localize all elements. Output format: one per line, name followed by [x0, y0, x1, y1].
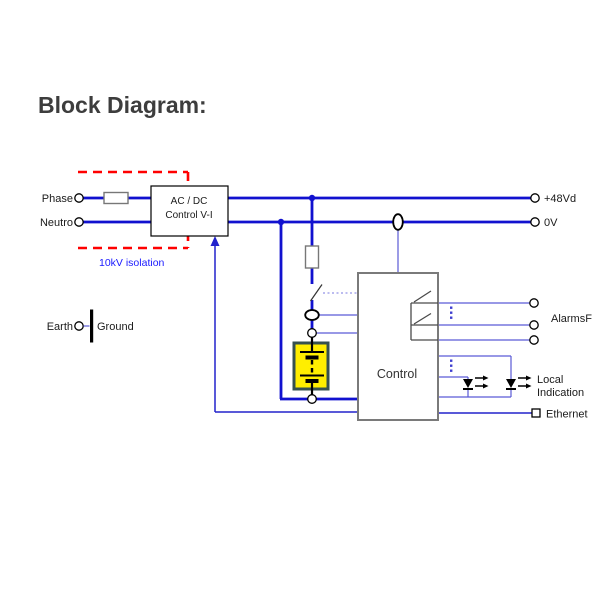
earth-terminal: [74, 321, 84, 331]
disconnect-switch-icon: [310, 284, 323, 302]
phase-terminal: [74, 193, 84, 203]
power-wiring: [83, 194, 531, 401]
zero-rail-label: 0V: [544, 217, 558, 229]
control-box: [357, 272, 439, 421]
alarms-label: AlarmsF: [551, 313, 592, 325]
led-icon: [506, 375, 532, 390]
control-block: Control: [357, 272, 439, 421]
ac-dc-label-line1: AC / DC: [171, 196, 208, 207]
page-title: Block Diagram:: [38, 92, 207, 118]
phase-label: Phase: [42, 193, 73, 205]
led-diode-triangle: [463, 379, 473, 388]
battery-block: [292, 337, 330, 396]
current-sensor-icon: [304, 309, 320, 321]
feedback-arrow-icon: [210, 236, 220, 246]
led-emission-arrowhead: [526, 375, 532, 381]
junction-dot: [308, 194, 316, 202]
ellipsis-dot: [450, 364, 453, 367]
isolation-label: 10kV isolation: [99, 257, 165, 269]
signal-wiring: [210, 222, 532, 414]
alarm-wires: [438, 302, 530, 341]
neutral-label: Neutro: [40, 217, 73, 229]
ac-dc-converter-block: AC / DC Control V-I: [150, 185, 229, 237]
battery-negative-node: [307, 394, 317, 404]
ellipsis-dot: [450, 359, 453, 362]
led-emission-arrowhead: [483, 375, 489, 381]
zero-rail-terminal: [530, 217, 540, 227]
ethernet-label: Ethernet: [546, 409, 588, 421]
current-sensor-icon: [392, 213, 404, 231]
more-channels-dots: [450, 306, 453, 372]
ellipsis-dot: [450, 311, 453, 314]
earth-label: Earth: [47, 321, 73, 333]
control-label: Control: [377, 367, 417, 381]
relay-switch-arms: [413, 290, 432, 325]
ellipsis-dot: [450, 306, 453, 309]
ac-dc-label-line2: Control V-I: [165, 210, 212, 221]
battery-sense-wires: [316, 314, 358, 334]
led-emission-lines: [475, 377, 483, 387]
relay-contacts-icon: [410, 290, 438, 341]
junction-dot: [277, 218, 285, 226]
alarm-terminal: [529, 298, 539, 308]
ac-input-wires: [83, 196, 151, 224]
led-wires: [438, 355, 512, 398]
battery-positive-node: [307, 328, 317, 338]
positive-rail-terminal: [530, 193, 540, 203]
ellipsis-dot: [450, 369, 453, 372]
local-indication-label-line2: Indication: [537, 387, 584, 399]
led-icon: [463, 375, 489, 390]
relay-frame: [410, 302, 438, 341]
led-emission-arrowhead: [526, 383, 532, 389]
led-emission-arrowhead: [483, 383, 489, 389]
ac-dc-box: [150, 185, 229, 237]
led-diode-triangle: [506, 379, 516, 388]
alarm-terminal: [529, 320, 539, 330]
ground-label: Ground: [97, 321, 134, 333]
alarm-terminal: [529, 335, 539, 345]
ground-bar-icon: [90, 309, 94, 343]
neutral-terminal: [74, 217, 84, 227]
ethernet-connector-icon: [531, 408, 541, 418]
feedback-wire: [214, 244, 358, 413]
ellipsis-dot: [450, 316, 453, 319]
led-emission-lines: [518, 377, 526, 387]
fuse-icon: [103, 191, 129, 205]
fuse-icon: [304, 245, 320, 269]
local-indication-label-line1: Local: [537, 374, 563, 386]
positive-rail-label: +48Vd: [544, 193, 576, 205]
zero-branch-wire: [279, 222, 358, 401]
earth-ground-group: Earth Ground: [47, 309, 134, 343]
